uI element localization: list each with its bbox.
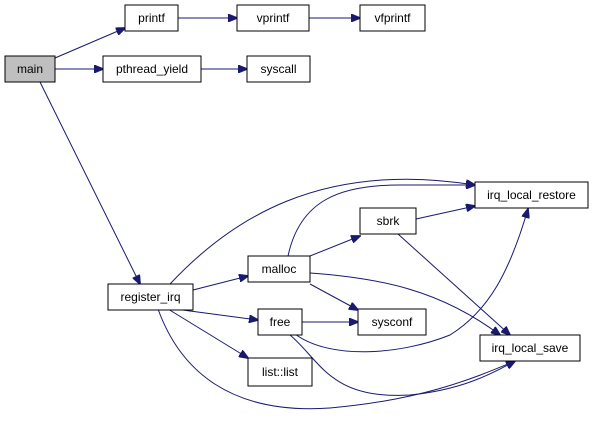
edge-malloc-sbrk	[309, 236, 360, 257]
node-sbrk[interactable]: sbrk	[359, 207, 417, 235]
node-vfprintf[interactable]: vfprintf	[359, 4, 426, 32]
edge-malloc-irq_local_save	[309, 272, 500, 335]
node-label: printf	[138, 11, 165, 25]
node-label: irq_local_restore	[487, 188, 576, 202]
edge-main-printf	[54, 28, 125, 59]
node-free[interactable]: free	[257, 308, 303, 336]
edge-free-irq_local_restore	[294, 209, 528, 353]
node-label: sbrk	[377, 214, 401, 228]
node-label: syscall	[260, 62, 296, 76]
node-vprintf[interactable]: vprintf	[236, 4, 310, 32]
nodes: main printf vprintf vfprintf pthread_yie…	[4, 4, 589, 387]
node-label: list::list	[262, 365, 299, 379]
node-irq_local_restore[interactable]: irq_local_restore	[474, 181, 589, 209]
node-pthread_yield[interactable]: pthread_yield	[102, 55, 202, 83]
node-label: free	[270, 315, 291, 329]
edge-register_irq-free	[174, 308, 258, 320]
node-list_list[interactable]: list::list	[247, 357, 313, 387]
node-label: irq_local_save	[492, 341, 569, 355]
node-label: vfprintf	[374, 11, 411, 25]
edge-free-irq_local_save	[289, 334, 515, 396]
edge-main-register_irq	[39, 81, 140, 284]
node-register_irq[interactable]: register_irq	[107, 283, 194, 311]
node-label: malloc	[262, 262, 297, 276]
node-syscall[interactable]: syscall	[246, 55, 311, 83]
edge-sbrk-irq_local_restore	[415, 206, 475, 220]
node-label: sysconf	[372, 315, 413, 329]
node-printf[interactable]: printf	[124, 4, 179, 32]
node-main[interactable]: main	[4, 55, 56, 83]
edge-register_irq-malloc	[192, 276, 248, 291]
node-sysconf[interactable]: sysconf	[357, 308, 427, 336]
node-label: vprintf	[257, 11, 290, 25]
node-label: main	[17, 62, 43, 76]
edge-register_irq-list_list	[167, 308, 248, 358]
node-irq_local_save[interactable]: irq_local_save	[479, 334, 581, 362]
edge-sbrk-irq_local_save	[397, 233, 510, 335]
edge-malloc-sysconf	[309, 283, 358, 310]
node-malloc[interactable]: malloc	[247, 255, 311, 283]
edges	[39, 18, 528, 410]
edge-malloc-irq_local_restore	[287, 185, 475, 257]
edge-register_irq-irq_local_save	[157, 308, 515, 410]
edge-register_irq-irq_local_restore	[169, 178, 475, 285]
node-label: pthread_yield	[116, 62, 188, 76]
node-label: register_irq	[120, 290, 180, 304]
